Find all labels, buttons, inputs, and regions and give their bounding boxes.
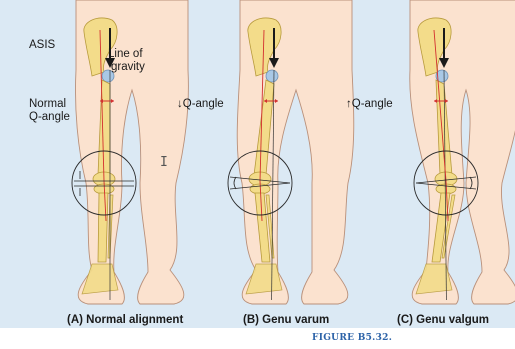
panel-valgum bbox=[410, 0, 515, 304]
foot-bones bbox=[246, 264, 282, 294]
caption-genu-varum: (B) Genu varum bbox=[243, 314, 329, 326]
decreased-q-angle-label: ↓Q-angle bbox=[177, 98, 224, 111]
panel-varum bbox=[228, 0, 354, 304]
normal-q-angle-line1: Normal bbox=[29, 98, 70, 111]
increased-q-angle-label: ↑Q-angle bbox=[346, 98, 393, 111]
foot-bones bbox=[82, 264, 118, 294]
caption-genu-valgum: (C) Genu valgum bbox=[397, 314, 489, 326]
femoral-head bbox=[266, 70, 278, 82]
panel-normal bbox=[72, 0, 188, 304]
line-of-gravity-line2: gravity bbox=[108, 61, 145, 74]
tibia-bone bbox=[98, 193, 108, 262]
figure-number: FIGURE B5.32. bbox=[312, 333, 392, 343]
line-of-gravity-line1: Line of bbox=[108, 48, 145, 61]
normal-q-angle-label: Normal Q-angle bbox=[29, 98, 70, 124]
normal-q-angle-line2: Q-angle bbox=[29, 111, 70, 124]
text-cursor-icon: I bbox=[160, 155, 168, 170]
line-of-gravity-label: Line of gravity bbox=[108, 48, 145, 74]
caption-normal-alignment: (A) Normal alignment bbox=[67, 314, 183, 326]
knee-angle-arc bbox=[234, 177, 236, 189]
asis-label: ASIS bbox=[29, 39, 55, 52]
